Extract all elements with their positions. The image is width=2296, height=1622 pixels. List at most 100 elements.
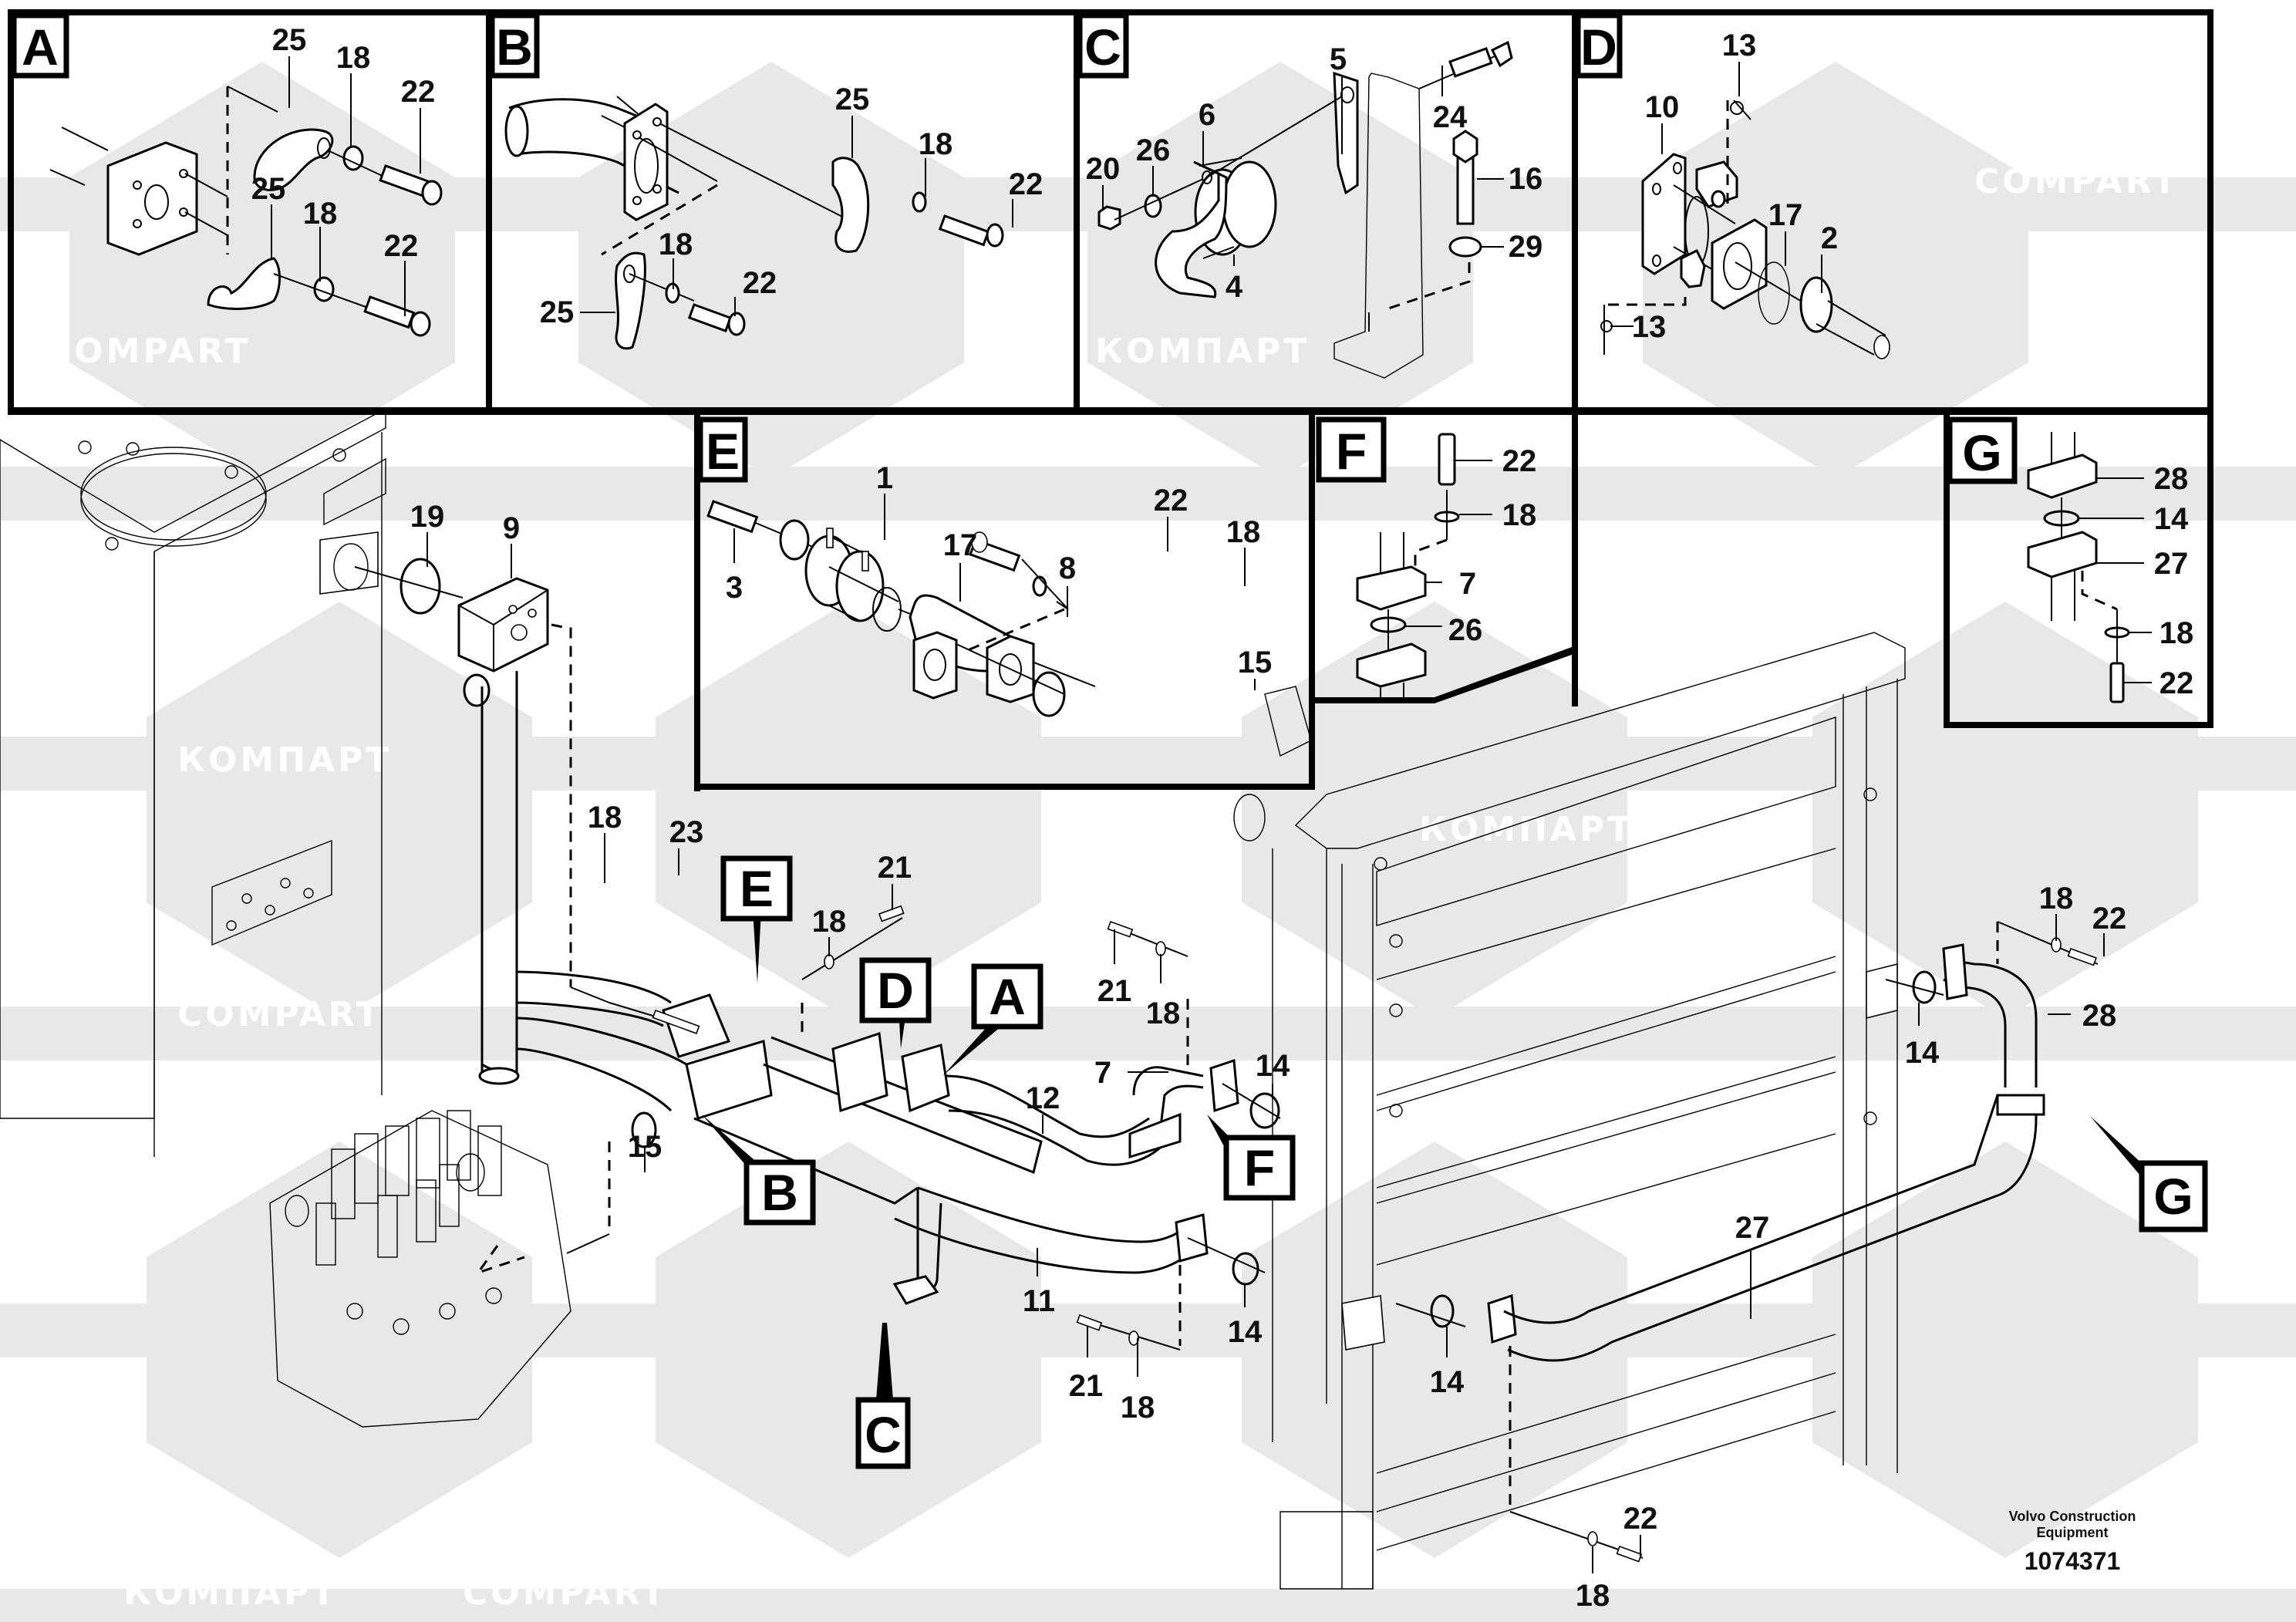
title-block: Volvo Construction Equipment 1074371 bbox=[2009, 1509, 2136, 1575]
panel-c-letter: C bbox=[1084, 19, 1121, 76]
callout-label: 27 bbox=[1735, 1211, 1770, 1245]
callout-label: 7 bbox=[1094, 1056, 1111, 1090]
panel-b-letter: B bbox=[496, 19, 533, 76]
callout-label: 29 bbox=[1509, 230, 1543, 264]
watermark-text-latin: COMPART bbox=[177, 995, 383, 1034]
callout-label: 18 bbox=[303, 197, 338, 231]
panel-d-letter: D bbox=[1580, 19, 1617, 76]
callout-label: 8 bbox=[1059, 551, 1076, 585]
callout-label: 18 bbox=[919, 127, 953, 161]
watermark-text-latin: COMPART bbox=[1974, 162, 2180, 201]
detail-panel-frames bbox=[8, 9, 2213, 791]
callout-label: 13 bbox=[1632, 310, 1667, 344]
callout-label: 18 bbox=[2159, 616, 2194, 650]
callout-label: 21 bbox=[878, 851, 912, 885]
callout-label: 14 bbox=[1228, 1315, 1263, 1349]
watermark-text-cyrillic: КОМПАРТ bbox=[123, 1573, 338, 1613]
callout-label: 7 bbox=[1459, 567, 1476, 601]
callout-label: 15 bbox=[1238, 646, 1273, 679]
callout-label: 23 bbox=[669, 815, 704, 849]
detail-panel-f: 22 18 7 26 bbox=[1356, 433, 1537, 698]
panel-a-letter: A bbox=[22, 19, 59, 76]
pipe-assembly bbox=[566, 905, 1281, 1351]
callout-label: 21 bbox=[1097, 974, 1132, 1008]
pipe-27-28 bbox=[1395, 921, 2099, 1563]
suction-hoses bbox=[478, 970, 687, 1112]
ref-tag-f: F bbox=[1244, 1139, 1275, 1196]
main-view-callouts: 19 9 18 23 18 21 21 18 7 14 12 15 11 14 … bbox=[410, 500, 2127, 1613]
callout-label: 26 bbox=[1136, 133, 1171, 167]
callout-label: 5 bbox=[1330, 42, 1347, 76]
detail-panel-c: 5 24 6 26 20 16 4 29 bbox=[1086, 40, 1543, 379]
detail-panel-e: 1 22 18 3 17 8 15 bbox=[706, 461, 1273, 717]
callout-label: 18 bbox=[812, 905, 847, 939]
callout-label: 25 bbox=[272, 23, 307, 57]
main-assembly-view bbox=[0, 407, 2099, 1590]
manufacturer-name: Volvo Construction bbox=[2009, 1509, 2136, 1524]
detail-panel-d: 13 10 17 2 13 bbox=[1600, 29, 1890, 359]
callout-label: 14 bbox=[1256, 1049, 1290, 1083]
ref-tag-c: C bbox=[865, 1406, 902, 1463]
callout-label: 17 bbox=[943, 528, 978, 562]
manufacturer-name-line2: Equipment bbox=[2037, 1525, 2109, 1540]
callout-label: 10 bbox=[1645, 90, 1680, 124]
panel-e-letter: E bbox=[706, 423, 740, 480]
callout-label: 14 bbox=[2154, 502, 2189, 536]
callout-label: 21 bbox=[1069, 1369, 1104, 1403]
callout-label: 18 bbox=[336, 41, 371, 75]
callout-label: 18 bbox=[1576, 1579, 1610, 1613]
ref-tag-e: E bbox=[740, 860, 774, 917]
callout-label: 28 bbox=[2154, 462, 2189, 496]
watermark-text: COMPART КОМПАРТ COMPART КОМПАРТ COMPART … bbox=[46, 162, 2180, 1613]
callout-label: 18 bbox=[1226, 515, 1261, 549]
panel-letter-tags: A B C D E F G bbox=[11, 12, 2018, 484]
callout-label: 22 bbox=[1623, 1502, 1658, 1536]
reference-tags: E D A B F C G bbox=[702, 855, 2208, 1469]
callout-label: 16 bbox=[1509, 162, 1543, 196]
watermark-text-latin: COMPART bbox=[463, 1573, 668, 1613]
drawing-number: 1074371 bbox=[2025, 1547, 2121, 1575]
callout-label: 14 bbox=[1430, 1365, 1465, 1399]
callout-label: 22 bbox=[1154, 484, 1188, 518]
callout-label: 3 bbox=[726, 571, 743, 605]
callout-label: 22 bbox=[2092, 902, 2127, 936]
callout-label: 22 bbox=[1502, 444, 1537, 478]
callout-label: 14 bbox=[1905, 1036, 1940, 1070]
callout-label: 25 bbox=[835, 83, 870, 116]
watermark-logo-icon bbox=[0, 62, 2296, 1622]
callout-label: 28 bbox=[2082, 999, 2117, 1033]
callout-label: 25 bbox=[251, 172, 286, 206]
ref-tag-b: B bbox=[761, 1164, 798, 1221]
callout-label: 17 bbox=[1768, 198, 1803, 232]
watermark-text-latin: COMPART bbox=[46, 332, 251, 371]
control-valve bbox=[269, 1110, 571, 1428]
ref-tag-a: A bbox=[989, 968, 1026, 1025]
panel-g-letter: G bbox=[1962, 424, 2001, 481]
callout-label: 9 bbox=[503, 511, 520, 545]
callout-label: 22 bbox=[401, 75, 436, 109]
callout-label: 22 bbox=[2159, 666, 2194, 700]
watermark-text-latin: COMPART bbox=[1589, 1111, 1794, 1150]
callout-label: 18 bbox=[1146, 996, 1181, 1030]
callout-label: 1 bbox=[876, 461, 893, 495]
callout-label: 22 bbox=[743, 266, 777, 300]
callout-label: 15 bbox=[628, 1130, 663, 1164]
callout-label: 11 bbox=[1023, 1284, 1055, 1318]
callout-label: 27 bbox=[2154, 547, 2189, 581]
manifold-block-9 bbox=[319, 531, 610, 1072]
callout-label: 18 bbox=[588, 801, 622, 835]
watermark-text-cyrillic: КОМПАРТ bbox=[1419, 810, 1633, 849]
detail-panel-a: 25 18 22 25 18 22 bbox=[49, 23, 443, 337]
panel-f-letter: F bbox=[1336, 423, 1367, 480]
callout-label: 13 bbox=[1722, 29, 1757, 62]
detail-panel-g: 28 14 27 18 22 bbox=[2027, 432, 2194, 703]
callout-label: 25 bbox=[540, 295, 575, 329]
callout-label: 12 bbox=[1026, 1081, 1060, 1115]
callout-label: 6 bbox=[1199, 98, 1215, 132]
callout-label: 24 bbox=[1433, 100, 1468, 134]
detail-panel-b: 25 18 22 18 22 25 bbox=[504, 83, 1043, 350]
ref-tag-g: G bbox=[2153, 1168, 2193, 1225]
watermark-text-cyrillic: КОМПАРТ bbox=[177, 740, 392, 780]
callout-label: 18 bbox=[1502, 498, 1537, 532]
watermark-text-cyrillic: КОМПАРТ bbox=[1095, 332, 1310, 371]
